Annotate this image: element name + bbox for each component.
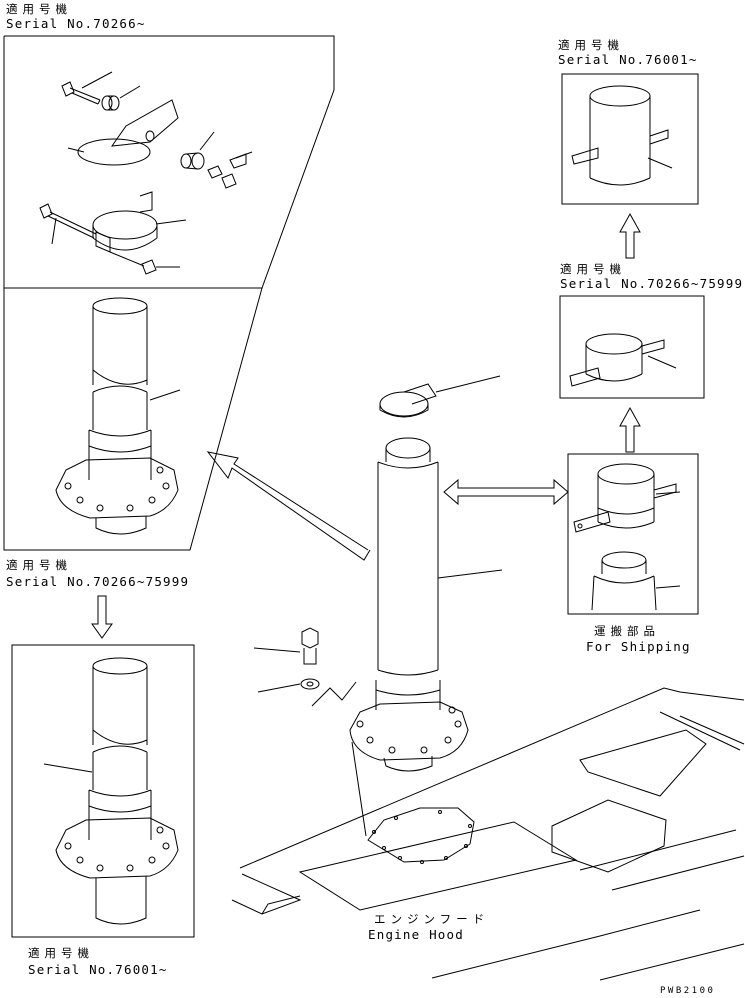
engine-hood-en-label: Engine Hood bbox=[368, 927, 464, 942]
shipping-jp-label: 運搬部品 bbox=[594, 624, 660, 638]
top-right-applicable-label: 適用号機 bbox=[558, 38, 624, 52]
detail-frame-new-top bbox=[562, 74, 698, 204]
rain-cap-hardware bbox=[62, 72, 252, 188]
pointer-arrow-to-detail bbox=[208, 452, 370, 560]
engine-hood-jp-label: エンジンフード bbox=[374, 912, 490, 926]
exhaust-pipe-old bbox=[56, 298, 180, 534]
drawing-code: PWB2100 bbox=[660, 986, 716, 996]
top-left-serial-label: Serial No.70266~ bbox=[6, 16, 146, 31]
top-left-applicable-label: 適用号機 bbox=[6, 2, 72, 16]
up-arrow-upper-right bbox=[620, 214, 640, 258]
engine-hood bbox=[232, 688, 744, 980]
up-arrow-mid-right bbox=[620, 408, 640, 452]
rain-cap bbox=[380, 376, 500, 417]
bottom-left-applicable-label: 適用号機 bbox=[28, 946, 94, 960]
shipping-en-label: For Shipping bbox=[586, 639, 691, 654]
exhaust-pipe-new bbox=[44, 658, 178, 924]
clamp-band bbox=[40, 192, 186, 274]
detail-frame-mid-right bbox=[560, 296, 704, 398]
detail-frame-pipe bbox=[4, 288, 262, 550]
double-arrow-shipping bbox=[444, 480, 568, 504]
mid-right-serial-label: Serial No.70266~75999 bbox=[560, 276, 744, 291]
shipping-parts-frame bbox=[568, 454, 698, 614]
mounting-bolt-and-washer bbox=[254, 628, 356, 706]
top-right-serial-label: Serial No.76001~ bbox=[558, 52, 698, 67]
detail-frame-new-pipe bbox=[12, 645, 194, 937]
main-exhaust-pipe bbox=[350, 438, 502, 836]
bottom-left-serial-label: Serial No.76001~ bbox=[28, 962, 168, 977]
detail-frame-upper bbox=[4, 36, 334, 288]
down-arrow-left bbox=[92, 596, 112, 638]
mid-left-serial-label: Serial No.70266~75999 bbox=[6, 574, 190, 589]
mid-right-applicable-label: 適用号機 bbox=[560, 262, 626, 276]
mid-left-applicable-label: 適用号機 bbox=[6, 558, 72, 572]
